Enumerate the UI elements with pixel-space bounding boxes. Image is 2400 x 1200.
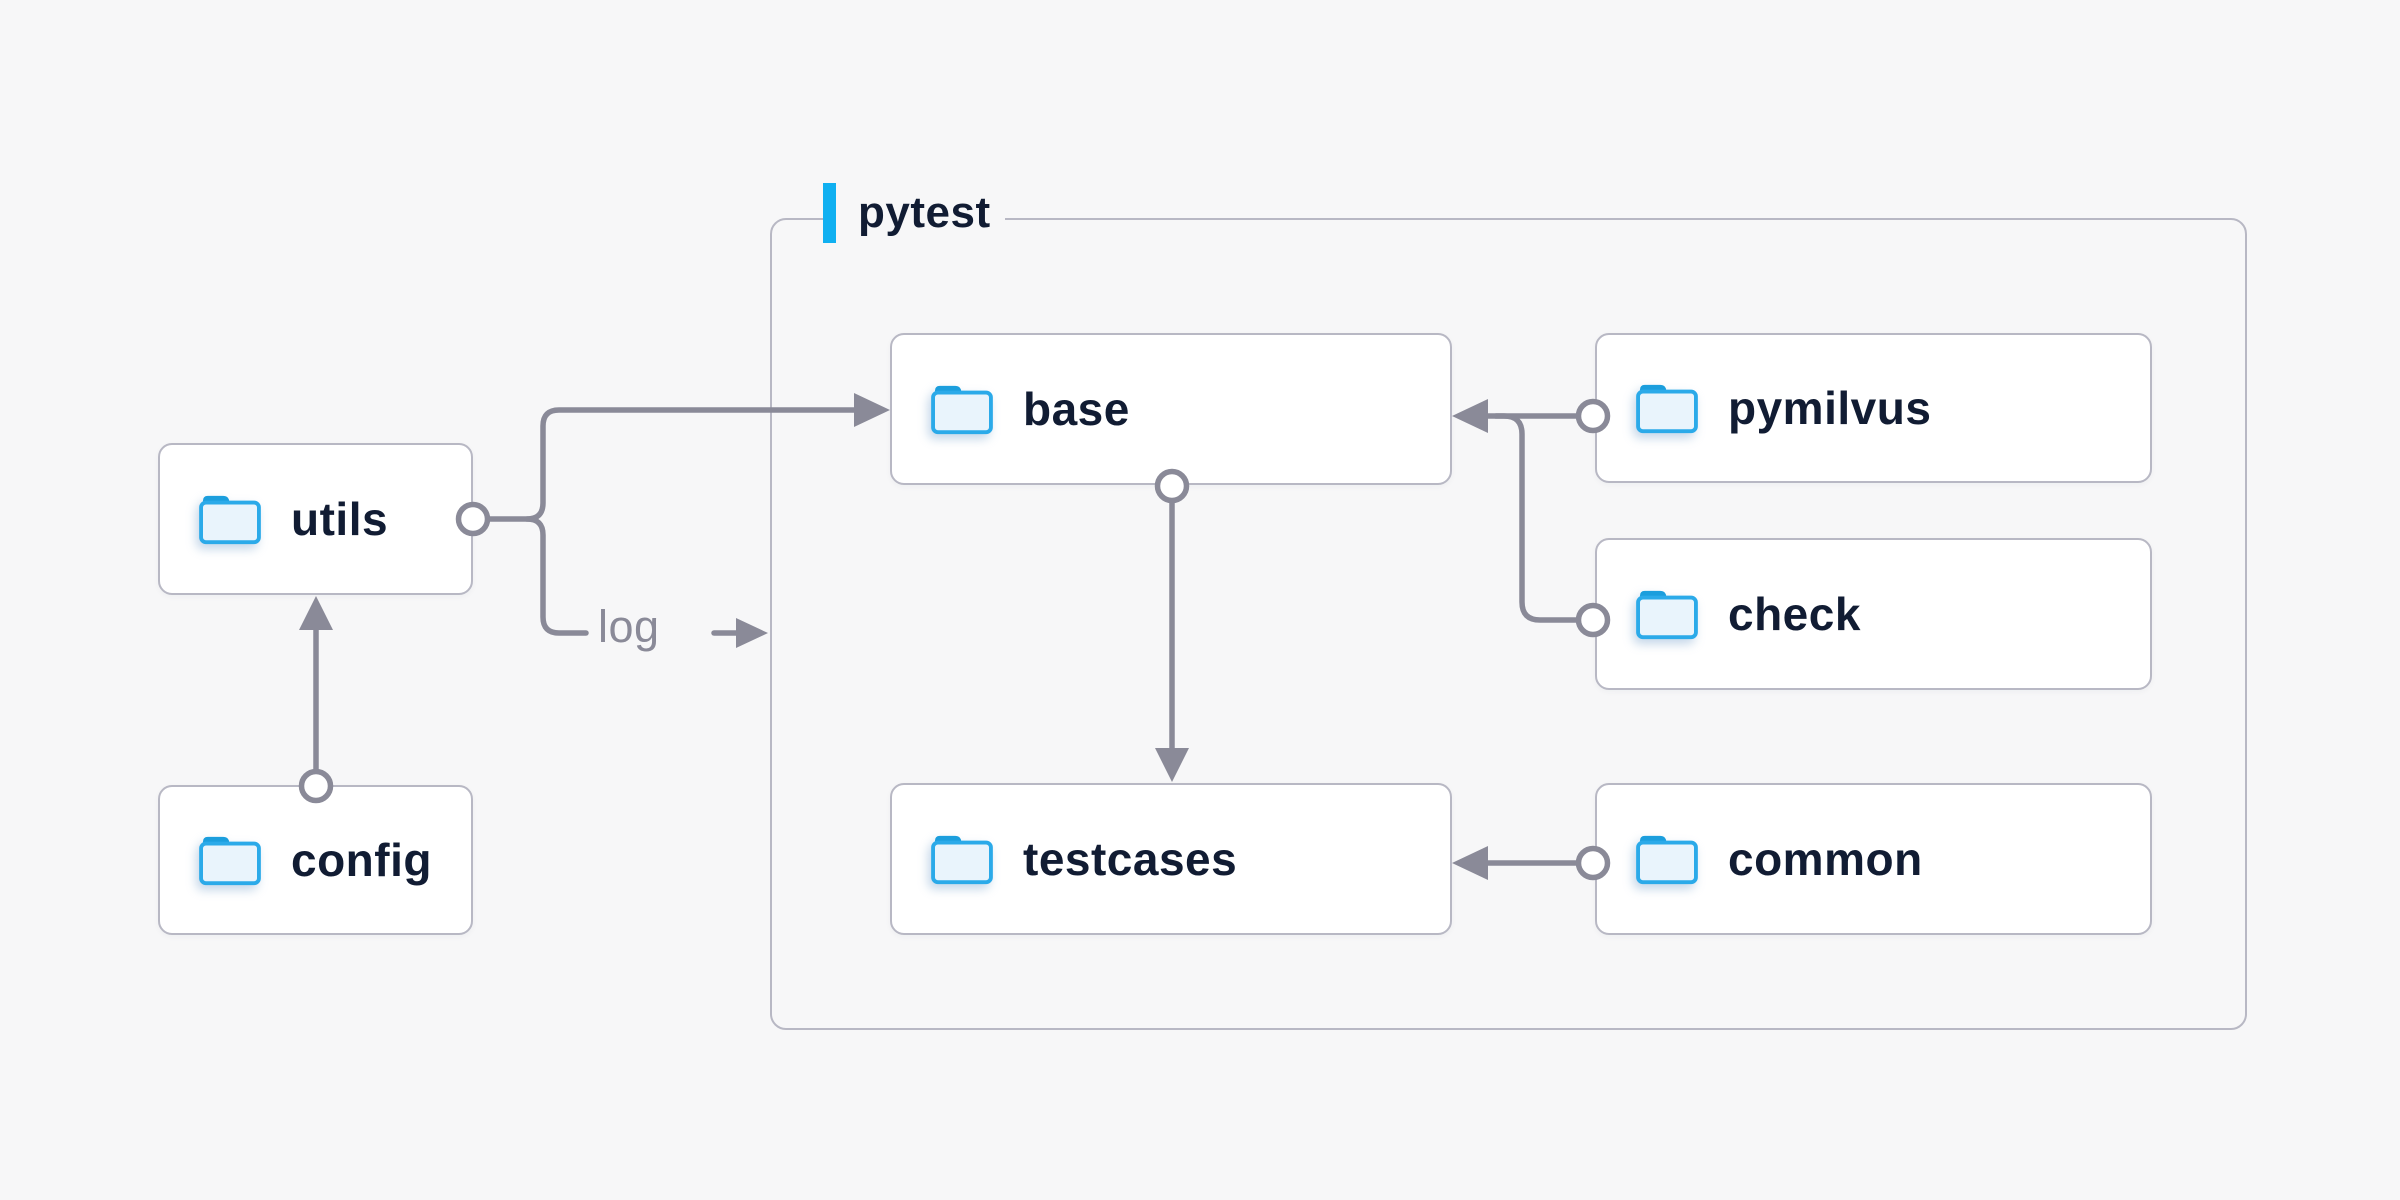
folder-icon xyxy=(1636,833,1698,885)
node-check-label: check xyxy=(1728,588,1861,640)
node-utils: utils xyxy=(158,443,473,595)
edge-config-to-utils xyxy=(299,596,333,773)
edge-label-log: log xyxy=(598,601,660,652)
accent-bar xyxy=(823,183,836,243)
folder-icon xyxy=(1636,588,1698,640)
folder-icon xyxy=(1636,382,1698,434)
node-testcases-label: testcases xyxy=(1023,833,1238,885)
pytest-group-label: pytest xyxy=(823,183,1005,243)
node-check: check xyxy=(1595,538,2152,690)
edge-log-to-container xyxy=(711,618,768,648)
folder-icon xyxy=(199,834,261,886)
folder-icon xyxy=(931,383,993,435)
node-config-label: config xyxy=(291,834,432,886)
node-pymilvus-label: pymilvus xyxy=(1728,382,1932,434)
node-common: common xyxy=(1595,783,2152,935)
folder-icon xyxy=(199,493,261,545)
folder-icon xyxy=(931,833,993,885)
pytest-group-container xyxy=(770,218,2247,1030)
edge-utils-to-log xyxy=(524,516,589,636)
node-base: base xyxy=(890,333,1452,485)
node-common-label: common xyxy=(1728,833,1923,885)
node-testcases: testcases xyxy=(890,783,1452,935)
node-utils-label: utils xyxy=(291,493,389,545)
node-pymilvus: pymilvus xyxy=(1595,333,2152,483)
node-config: config xyxy=(158,785,473,935)
group-label-text: pytest xyxy=(858,188,991,237)
node-base-label: base xyxy=(1023,383,1130,435)
